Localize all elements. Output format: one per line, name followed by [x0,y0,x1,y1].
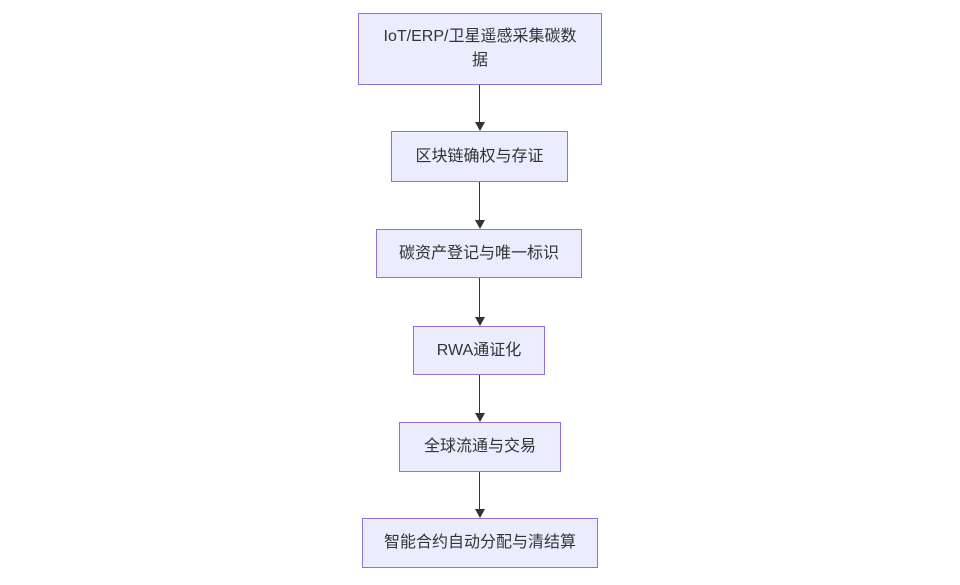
flow-node-smart-contract-settlement: 智能合约自动分配与清结算 [362,518,598,568]
flow-node-blockchain-certification: 区块链确权与存证 [391,131,568,182]
arrowhead-down-icon [474,317,485,326]
arrowhead-down-icon [474,122,485,131]
flow-edge-line [479,472,480,511]
flow-node-label: IoT/ERP/卫星遥感采集碳数据 [383,28,577,69]
flow-node-rwa-tokenization: RWA通证化 [413,326,545,375]
arrowhead-down-icon [474,509,485,518]
flow-node-data-collection: IoT/ERP/卫星遥感采集碳数据 [358,13,602,85]
flow-edge-line [479,375,480,415]
flow-node-global-trading: 全球流通与交易 [399,422,561,472]
arrowhead-down-icon [474,413,485,422]
flow-node-label: 全球流通与交易 [423,438,536,455]
flow-node-label: 碳资产登记与唯一标识 [398,244,559,262]
flow-node-label: RWA通证化 [436,341,522,359]
flow-node-asset-registration: 碳资产登记与唯一标识 [376,229,582,278]
flow-edge-line [479,182,480,222]
flow-node-label: 区块链确权与存证 [415,147,544,165]
arrowhead-down-icon [474,220,485,229]
flow-edge-line [479,85,480,124]
flow-node-label: 智能合约自动分配与清结算 [383,534,576,551]
flow-edge-line [479,278,480,319]
